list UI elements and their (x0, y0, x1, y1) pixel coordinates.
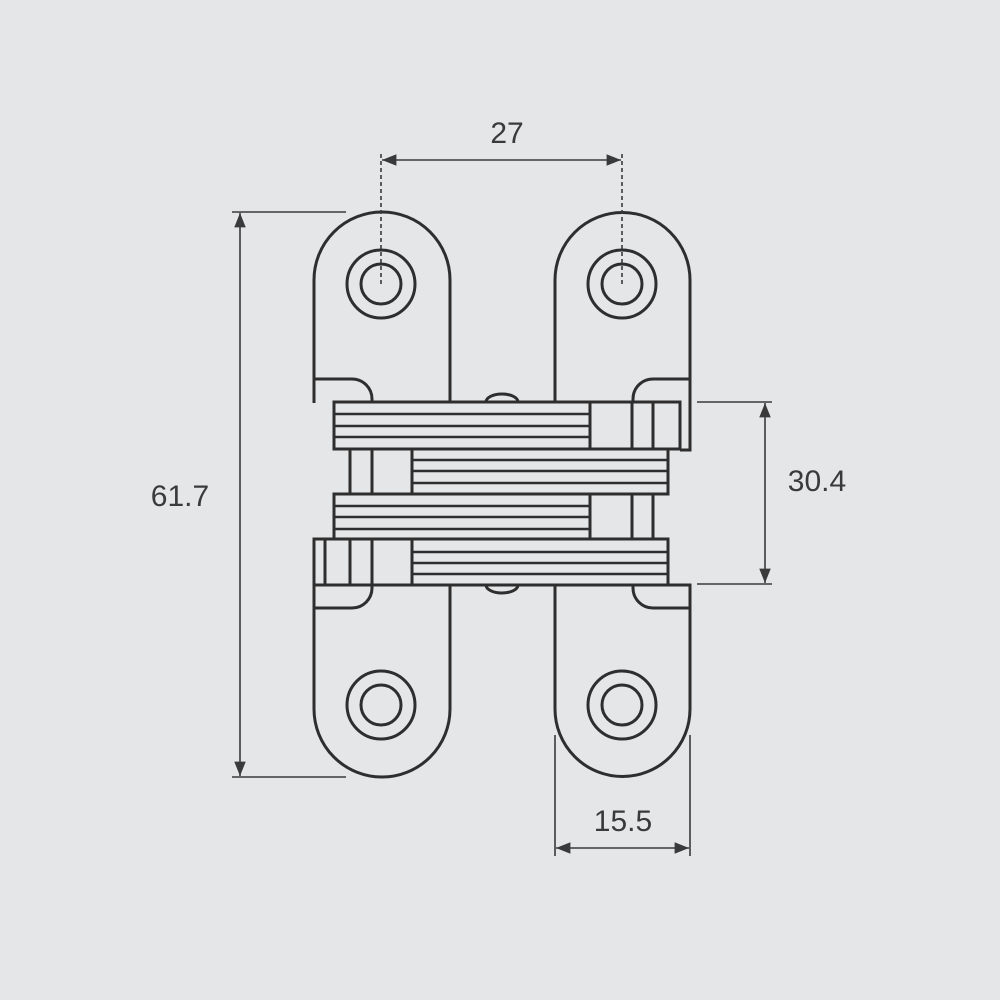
label-barrel-height: 30.4 (788, 465, 846, 498)
bottom-left-leaf (312, 585, 452, 779)
top-right-leaf (553, 211, 692, 452)
hole-top-left (345, 248, 417, 320)
bottom-right-leaf (553, 583, 692, 778)
dimension-hole-spacing: 27 (380, 117, 623, 284)
barrel-3 (332, 492, 655, 541)
dimension-barrel-height: 30.4 (697, 401, 846, 585)
barrel-2 (348, 447, 670, 496)
pivot-knob-top (484, 392, 520, 403)
label-hole-spacing: 27 (490, 117, 523, 150)
dimension-overall-height: 61.7 (151, 211, 346, 778)
barrel-4 (312, 537, 670, 587)
label-overall-height: 61.7 (151, 480, 209, 513)
screw-holes (345, 248, 658, 741)
top-left-leaf (312, 210, 452, 403)
pivot-knob-bottom (484, 584, 520, 595)
barrel-1 (332, 400, 682, 451)
dimension-leaf-width: 15.5 (554, 735, 691, 856)
hole-bottom-right (586, 669, 658, 741)
hole-bottom-left (345, 669, 417, 741)
label-leaf-width: 15.5 (594, 805, 652, 838)
hole-top-right (586, 248, 658, 320)
